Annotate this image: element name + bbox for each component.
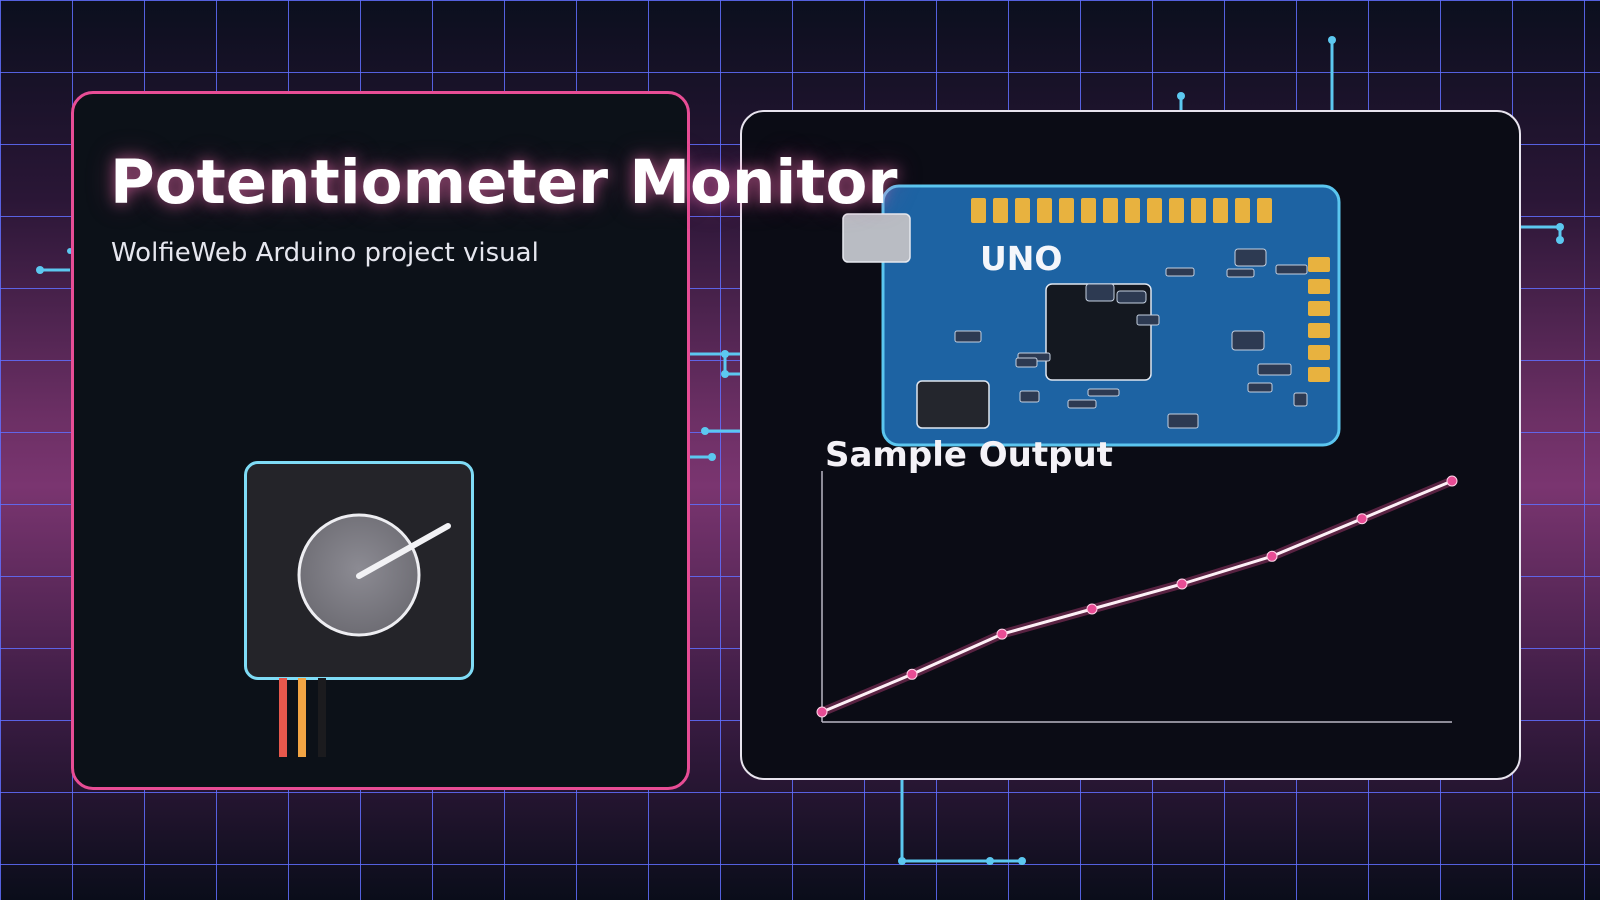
- chart-point: [906, 668, 918, 680]
- page-title: Potentiometer Monitor: [110, 147, 898, 218]
- power-jack-icon: [916, 380, 990, 429]
- chart-point: [1176, 578, 1188, 590]
- chart-point: [1446, 475, 1458, 487]
- smd-components: [954, 248, 1308, 429]
- chart-title: Sample Output: [825, 435, 1113, 475]
- potentiometer-pin-red: [279, 678, 287, 757]
- chart-point: [816, 706, 828, 718]
- digital-header-pins: [971, 198, 1272, 223]
- chart-point: [1086, 603, 1098, 615]
- chart-point: [1266, 550, 1278, 562]
- usb-connector-icon: [842, 213, 911, 263]
- analog-header-pins: [1308, 257, 1330, 382]
- board-label: UNO: [980, 239, 1063, 278]
- chart-point: [996, 628, 1008, 640]
- page-subtitle: WolfieWeb Arduino project visual: [111, 238, 539, 268]
- chart-series-line: [821, 479, 1453, 714]
- potentiometer-pin-orange: [298, 678, 306, 757]
- chart-point: [1356, 513, 1368, 525]
- potentiometer-pin-black: [318, 678, 326, 757]
